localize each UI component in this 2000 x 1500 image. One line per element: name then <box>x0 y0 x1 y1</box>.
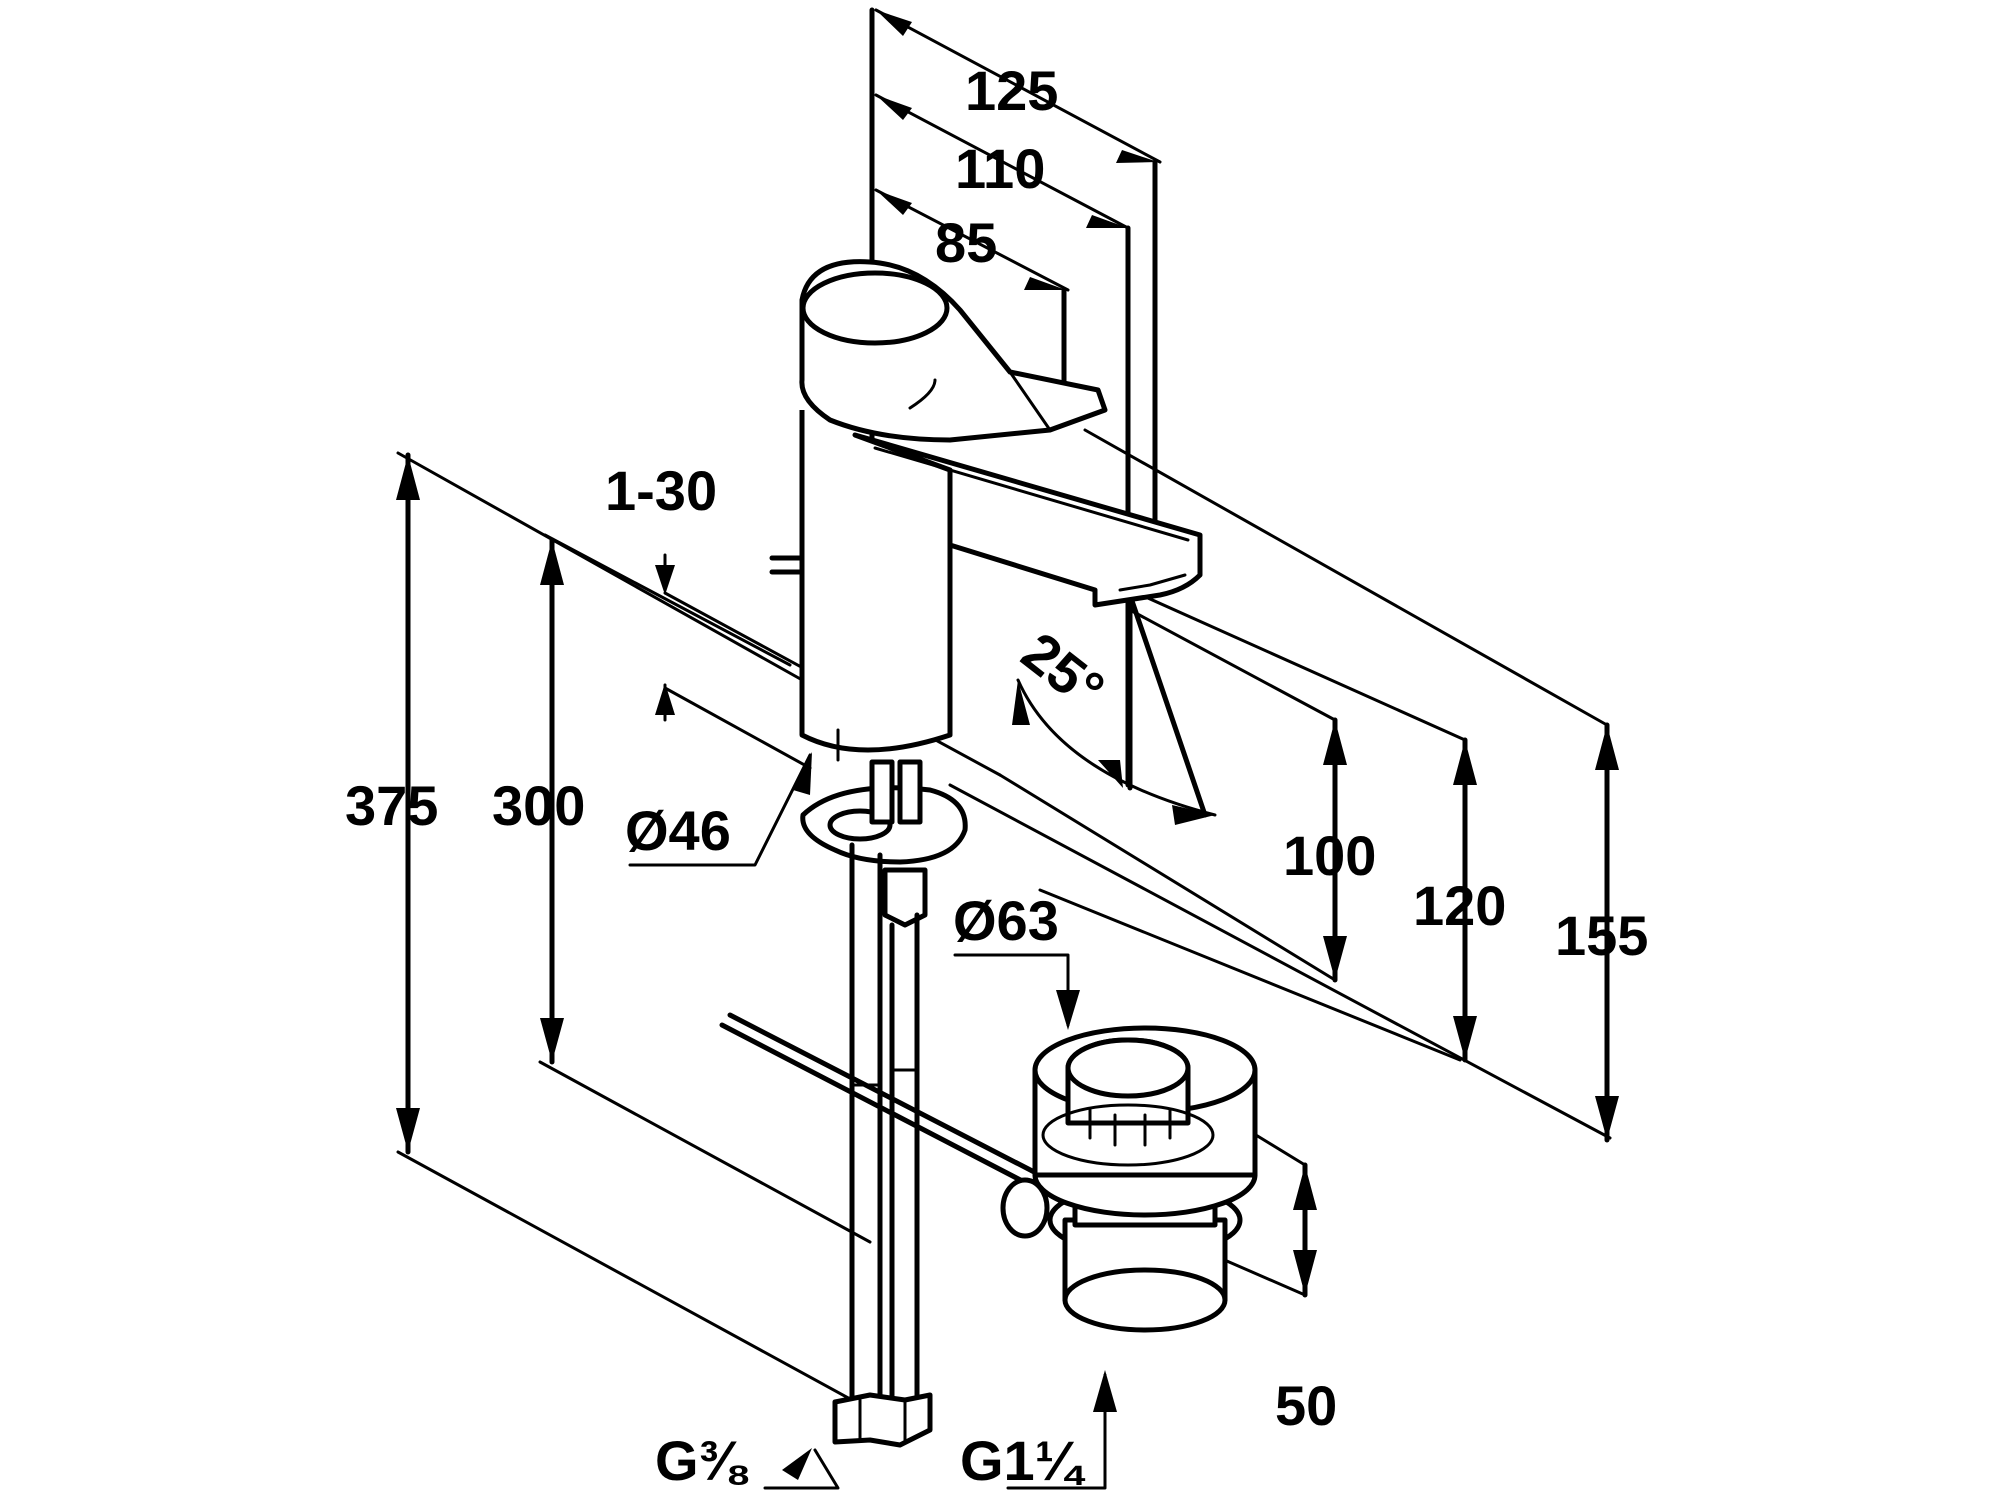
label-300: 300 <box>492 774 585 837</box>
label-diameter-46: Ø46 <box>625 799 731 862</box>
dimension-lines <box>396 7 1612 1490</box>
label-155: 155 <box>1555 904 1648 967</box>
label-100: 100 <box>1283 824 1376 887</box>
dimension-labels: 125 110 85 1-30 375 300 Ø46 Ø63 100 120 … <box>345 59 1648 1492</box>
label-120: 120 <box>1413 874 1506 937</box>
label-diameter-63: Ø63 <box>953 889 1059 952</box>
faucet-body <box>719 259 1203 1448</box>
label-thread-supply: G⅜ <box>655 1429 749 1492</box>
label-125: 125 <box>965 59 1058 122</box>
arrowheads <box>396 10 1619 1480</box>
label-thread-waste: G1¼ <box>960 1429 1086 1492</box>
pop-up-waste <box>1000 1025 1258 1333</box>
label-1-30: 1-30 <box>605 459 717 522</box>
label-85: 85 <box>935 211 997 274</box>
label-375: 375 <box>345 774 438 837</box>
label-angle-25: 25° <box>1011 620 1117 722</box>
label-110: 110 <box>955 137 1045 200</box>
label-50: 50 <box>1275 1374 1337 1437</box>
